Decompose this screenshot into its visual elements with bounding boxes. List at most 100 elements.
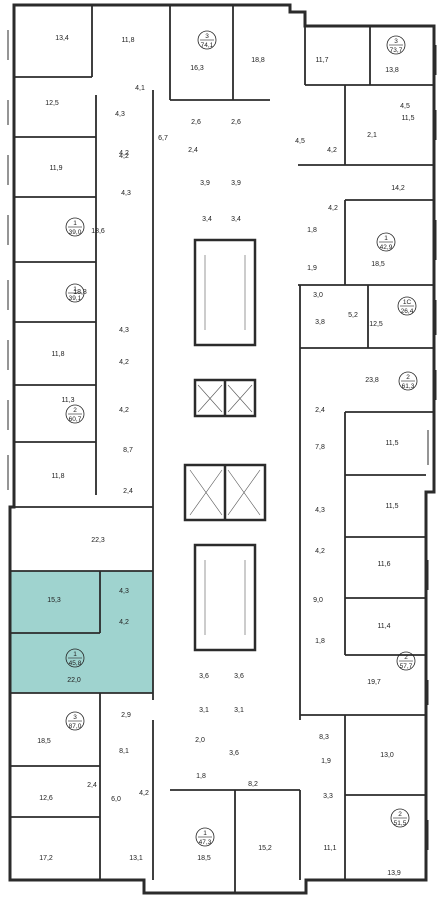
room-area-label: 2,6	[231, 119, 241, 126]
apartment-badge-a10[interactable]: 261,3	[398, 371, 418, 391]
apartment-rooms: 1	[384, 235, 388, 242]
room-area-label: 4,3	[119, 327, 129, 334]
room-area-label: 4,2	[139, 790, 149, 797]
partitions	[11, 5, 434, 893]
apartment-area: 60,7	[69, 416, 82, 423]
room-area-label: 3,6	[229, 750, 239, 757]
highlighted-apartment-fill[interactable]	[11, 571, 153, 693]
room-area-label: 3,1	[234, 707, 244, 714]
apartment-badge-circle	[396, 651, 416, 671]
room-area-label: 14,2	[391, 185, 405, 192]
apartment-badge-circle	[197, 30, 217, 50]
apartment-badge-a3[interactable]: 260,7	[65, 404, 85, 424]
apartment-rooms: 2	[406, 374, 410, 381]
apartment-badge-circle	[65, 404, 85, 424]
apartment-area: 74,1	[201, 42, 214, 49]
apartment-badge-a5[interactable]: 387,0	[65, 711, 85, 731]
apartment-rooms: 3	[205, 33, 209, 40]
room-area-label: 4,3	[115, 111, 125, 118]
stair-treads	[189, 255, 261, 635]
apartment-badge-a13[interactable]: 251,5	[390, 808, 410, 828]
room-area-label: 5,2	[348, 312, 358, 319]
room-area-label: 1,8	[307, 227, 317, 234]
apartment-rooms: 2	[73, 407, 77, 414]
apartment-area: 73,7	[390, 47, 403, 54]
room-area-label: 11,8	[121, 37, 134, 44]
apartment-badge-circle	[390, 808, 410, 828]
room-area-label: 23,8	[365, 377, 379, 384]
room-area-label: 18,5	[37, 738, 51, 745]
room-area-label: 22,0	[67, 677, 81, 684]
room-area-label: 4,2	[119, 619, 129, 626]
apartment-badge-a1[interactable]: 139,0	[65, 217, 85, 237]
room-area-label: 3,6	[234, 673, 244, 680]
room-area-label: 16,3	[190, 65, 204, 72]
apartment-badge-circle	[65, 711, 85, 731]
building-core	[183, 238, 267, 652]
room-area-label: 18,6	[91, 228, 105, 235]
apartment-badge-a11[interactable]: 257,7	[396, 651, 416, 671]
apartment-rooms: 3	[394, 38, 398, 45]
room-area-label: 8,2	[248, 781, 258, 788]
room-area-label: 2,6	[191, 119, 201, 126]
apartment-rooms: 1	[73, 220, 77, 227]
apartment-area: 51,5	[394, 820, 407, 827]
room-area-label: 4,2	[119, 407, 129, 414]
room-area-label: 4,3	[119, 588, 129, 595]
room-area-label: 11,8	[51, 351, 64, 358]
room-area-label: 3,4	[231, 216, 241, 223]
apartment-badge-a8[interactable]: 142,9	[376, 232, 396, 252]
room-area-label: 4,2	[328, 205, 338, 212]
room-area-label: 2,4	[315, 407, 325, 414]
room-area-label: 2,4	[123, 488, 133, 495]
room-area-label: 13,8	[385, 67, 399, 74]
room-area-label: 4,2	[119, 150, 129, 157]
apartment-badge-circle	[398, 371, 418, 391]
apartment-rooms: 1	[73, 286, 77, 293]
apartment-badge-a4[interactable]: 145,8	[65, 648, 85, 668]
apartment-area: 45,8	[69, 660, 82, 667]
apartment-rooms: 2	[404, 654, 408, 661]
apartment-badge-circle	[65, 648, 85, 668]
apartment-badge-a7[interactable]: 373,7	[386, 35, 406, 55]
apartment-rooms: 3	[73, 714, 77, 721]
apartment-area: 39,1	[69, 295, 82, 302]
room-area-label: 3,9	[200, 180, 210, 187]
apartment-badge-circle	[65, 283, 85, 303]
apartment-badge-a2[interactable]: 139,1	[65, 283, 85, 303]
room-area-label: 11,5	[385, 440, 398, 447]
room-area-label: 3,6	[199, 673, 209, 680]
apartment-area: 47,3	[199, 839, 212, 846]
room-area-label: 3,9	[231, 180, 241, 187]
room-area-label: 2,4	[188, 147, 198, 154]
windows	[7, 30, 437, 850]
room-area-label: 15,3	[47, 597, 61, 604]
apartment-badge-circle	[65, 217, 85, 237]
room-area-label: 11,1	[323, 845, 336, 852]
room-area-label: 4,2	[119, 359, 129, 366]
room-area-label: 11,9	[49, 165, 62, 172]
room-area-label: 3,0	[313, 292, 323, 299]
room-area-label: 8,1	[119, 748, 129, 755]
apartment-badge-a6[interactable]: 374,1	[197, 30, 217, 50]
apartment-badge-a12[interactable]: 147,3	[195, 827, 215, 847]
room-area-label: 1,9	[321, 758, 331, 765]
room-area-label: 4,2	[327, 147, 337, 154]
room-area-label: 7,8	[315, 444, 325, 451]
room-area-label: 8,7	[123, 447, 133, 454]
apartment-rooms: 1	[203, 830, 207, 837]
apartment-badge-circle	[195, 827, 215, 847]
room-area-label: 4,1	[135, 85, 145, 92]
apartment-area: 39,0	[69, 229, 82, 236]
room-area-label: 1,9	[307, 265, 317, 272]
room-area-label: 6,0	[111, 796, 121, 803]
room-area-label: 1,8	[315, 638, 325, 645]
room-area-label: 2,1	[367, 132, 377, 139]
room-area-label: 13,1	[129, 855, 143, 862]
apartment-area: 61,3	[402, 383, 415, 390]
room-area-label: 18,8	[251, 57, 265, 64]
apartment-badge-circle	[397, 296, 417, 316]
apartment-badge-circle	[376, 232, 396, 252]
